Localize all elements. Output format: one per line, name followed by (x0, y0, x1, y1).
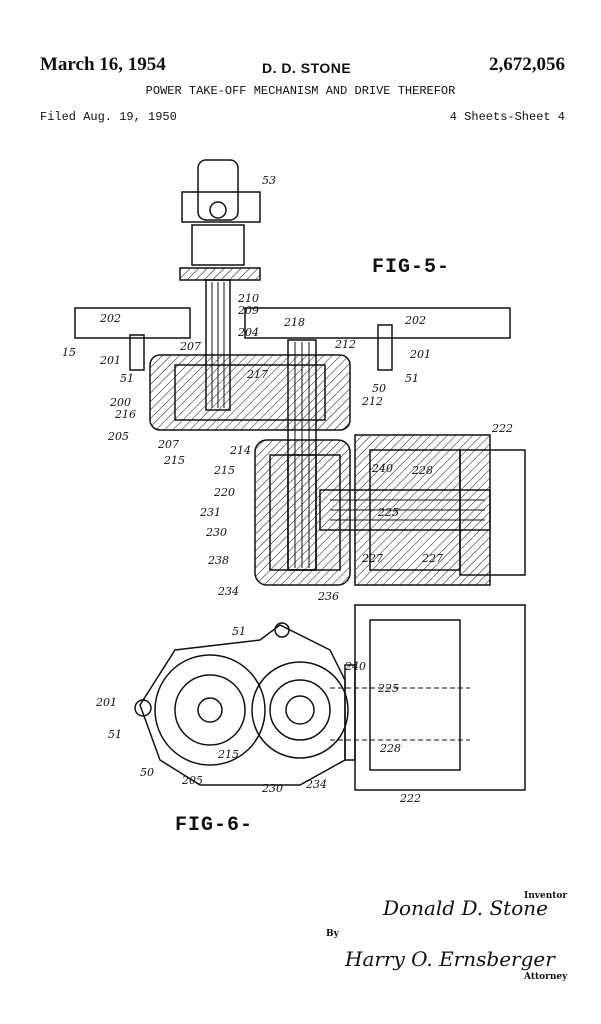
ref-numeral: 225 (377, 506, 399, 519)
ref-numeral: 234 (217, 585, 239, 598)
ref-numeral: 230 (205, 526, 227, 539)
attorney-signature: Harry O. Ernsberger (344, 947, 556, 971)
figure-6: FIG-6- 51 240 225 201 51 215 228 50 205 … (95, 604, 526, 837)
sheet-number: 4 Sheets-Sheet 4 (449, 110, 565, 124)
ref-numeral: 15 (62, 346, 76, 359)
inventor-name: D. D. STONE (262, 60, 352, 76)
ref-numeral: 215 (163, 454, 185, 467)
ref-numeral: 205 (107, 430, 129, 443)
ref-numeral: 210 (237, 292, 259, 305)
ref-numeral: 231 (199, 506, 221, 519)
ref-numeral: 209 (237, 304, 259, 317)
inventor-signature: Donald D. Stone (382, 896, 548, 920)
ref-numeral: 236 (317, 590, 339, 603)
ref-numeral: 207 (179, 340, 201, 353)
ref-numeral: 218 (283, 316, 305, 329)
ref-numeral: 51 (232, 625, 246, 638)
figure-5-label: FIG-5- (372, 256, 450, 279)
ref-numeral: 217 (246, 368, 268, 381)
ref-numeral: 204 (237, 326, 259, 339)
ref-numeral: 51 (120, 372, 134, 385)
ref-numeral: 212 (334, 338, 356, 351)
ref-numeral: 200 (109, 396, 131, 409)
signature-block: Inventor Donald D. Stone By Harry O. Ern… (326, 891, 568, 982)
ref-numeral: 225 (377, 682, 399, 695)
attorney-caption: Attorney (523, 972, 568, 982)
figure-5: FIG-5- 53 210 209 202 202 15 201 201 51 … (62, 159, 526, 603)
ref-numeral: 51 (405, 372, 419, 385)
patent-date: March 16, 1954 (40, 54, 166, 75)
ref-numeral: 222 (491, 422, 513, 435)
ref-numeral: 202 (99, 312, 121, 325)
figure-6-label: FIG-6- (175, 814, 253, 837)
ref-numeral: 201 (409, 348, 431, 361)
by-caption: By (326, 929, 340, 939)
ref-numeral: 50 (372, 382, 386, 395)
ref-numeral: 201 (99, 354, 121, 367)
ref-numeral: 240 (371, 462, 393, 475)
ref-numeral: 215 (213, 464, 235, 477)
patent-number: 2,672,056 (489, 54, 565, 75)
ref-numeral: 240 (344, 660, 366, 673)
ref-numeral: 220 (213, 486, 235, 499)
ref-numeral: 205 (181, 774, 203, 787)
ref-numeral: 201 (95, 696, 117, 709)
ref-numeral: 215 (217, 748, 239, 761)
ref-numeral: 50 (140, 766, 154, 779)
ref-numeral: 228 (379, 742, 401, 755)
ref-numeral: 230 (261, 782, 283, 795)
filed-date: Filed Aug. 19, 1950 (40, 110, 177, 124)
ref-numeral: 212 (361, 395, 383, 408)
ref-numeral: 207 (157, 438, 179, 451)
ref-numeral: 227 (421, 552, 443, 565)
ref-numeral: 51 (108, 728, 122, 741)
ref-numeral: 216 (114, 408, 136, 421)
inventor-caption: Inventor (524, 891, 567, 901)
fig6-reference-numerals: 51 240 225 201 51 215 228 50 205 230 234… (95, 625, 421, 805)
ref-numeral: 228 (411, 464, 433, 477)
ref-numeral: 227 (361, 552, 383, 565)
ref-numeral: 234 (305, 778, 327, 791)
ref-numeral: 238 (207, 554, 229, 567)
ref-numeral: 214 (229, 444, 251, 457)
ref-numeral: 53 (262, 174, 276, 187)
fig5-reference-numerals: 53 210 209 202 202 15 201 201 51 51 207 … (62, 174, 513, 603)
ref-numeral: 222 (399, 792, 421, 805)
ref-numeral: 202 (404, 314, 426, 327)
patent-title: POWER TAKE-OFF MECHANISM AND DRIVE THERE… (145, 84, 456, 98)
